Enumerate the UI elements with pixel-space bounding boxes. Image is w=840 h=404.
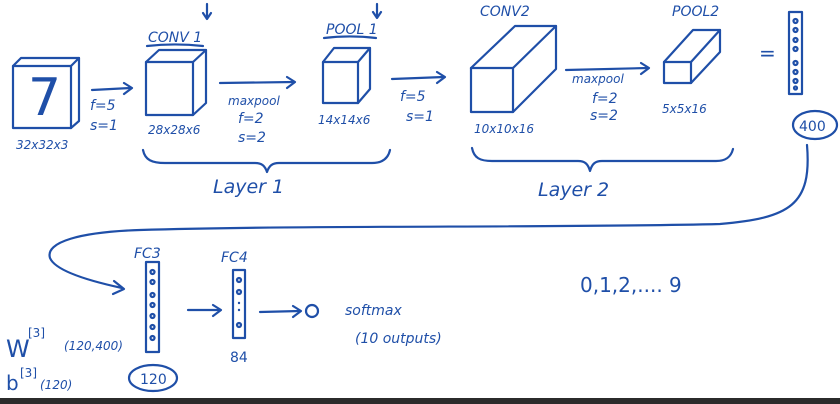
- pool2-op-label: maxpool: [572, 72, 624, 86]
- fc4-title: FC4: [221, 250, 248, 266]
- conv1-title: CONV 1: [148, 30, 202, 46]
- pool2-title: POOL2: [672, 4, 719, 20]
- layer2-label: Layer 2: [538, 179, 609, 201]
- pool2-stride-param: s=2: [590, 108, 618, 124]
- input-digit: 7: [28, 68, 61, 128]
- pool1-size-label: 14x14x6: [318, 113, 371, 127]
- arrow-input-to-conv1: [90, 81, 134, 96]
- arrow-fc3-to-fc4: [186, 303, 223, 318]
- fc3-bias-shape: (120): [40, 378, 72, 392]
- fc3-count-circle: [127, 363, 179, 393]
- pool2-size-label: 5x5x16: [662, 102, 707, 116]
- softmax-outputs-note: (10 outputs): [355, 331, 442, 347]
- conv2-size-label: 10x10x16: [474, 122, 534, 136]
- conv1-volume: [144, 48, 208, 117]
- arrow-pool1-to-conv2: [390, 70, 447, 85]
- conv1-down-arrow: [201, 2, 213, 21]
- bottom-bar: [0, 398, 840, 404]
- output-classes: 0,1,2,.... 9: [580, 273, 682, 297]
- layer2-brace: [470, 146, 735, 173]
- pool1-op-label: maxpool: [228, 94, 280, 108]
- conv1-filter-param: f=5: [90, 98, 116, 114]
- conv2-filter-param: f=5: [400, 89, 426, 105]
- pool1-volume: [321, 46, 372, 105]
- fc3-weight-shape: (120,400): [64, 339, 123, 353]
- conv1-size-label: 28x28x6: [148, 123, 201, 137]
- pool1-down-arrow: [371, 2, 383, 20]
- pool2-volume: [662, 28, 722, 85]
- pool2-filter-param: f=2: [592, 91, 618, 107]
- arrow-flatten-to-fc3: [48, 143, 809, 296]
- conv2-volume: [469, 24, 558, 114]
- flatten-vector: [787, 10, 804, 96]
- fc3-bias-symbol: b: [6, 371, 19, 395]
- conv2-title: CONV2: [480, 4, 530, 20]
- arrow-conv1-to-pool1: [218, 75, 297, 90]
- input-volume: 7: [11, 56, 81, 130]
- fc4-count: 84: [230, 350, 248, 366]
- softmax-node: [304, 303, 320, 319]
- flatten-equals: =: [759, 41, 776, 65]
- softmax-label: softmax: [345, 303, 402, 319]
- layer1-brace: [141, 148, 392, 174]
- conv1-stride-param: s=1: [90, 118, 118, 134]
- arrow-fc4-to-softmax: [258, 304, 303, 319]
- fc3-count: 120: [140, 372, 167, 388]
- fc3-vector: [144, 260, 161, 354]
- fc3-bias-superscript: [3]: [20, 366, 37, 380]
- input-size-label: 32x32x3: [16, 138, 68, 152]
- pool1-stride-param: s=2: [238, 130, 266, 146]
- fc3-weight-superscript: [3]: [28, 326, 45, 340]
- pool1-filter-param: f=2: [238, 111, 264, 127]
- fc3-weight-symbol: W: [6, 335, 30, 363]
- fc4-vector: [231, 268, 247, 340]
- flatten-count: 400: [799, 119, 826, 135]
- flatten-count-circle: [791, 109, 839, 141]
- fc3-title: FC3: [134, 246, 161, 262]
- conv2-stride-param: s=1: [406, 109, 434, 125]
- layer1-label: Layer 1: [213, 176, 284, 198]
- arrow-conv2-to-pool2: [564, 61, 651, 76]
- pool1-title: POOL 1: [326, 22, 378, 38]
